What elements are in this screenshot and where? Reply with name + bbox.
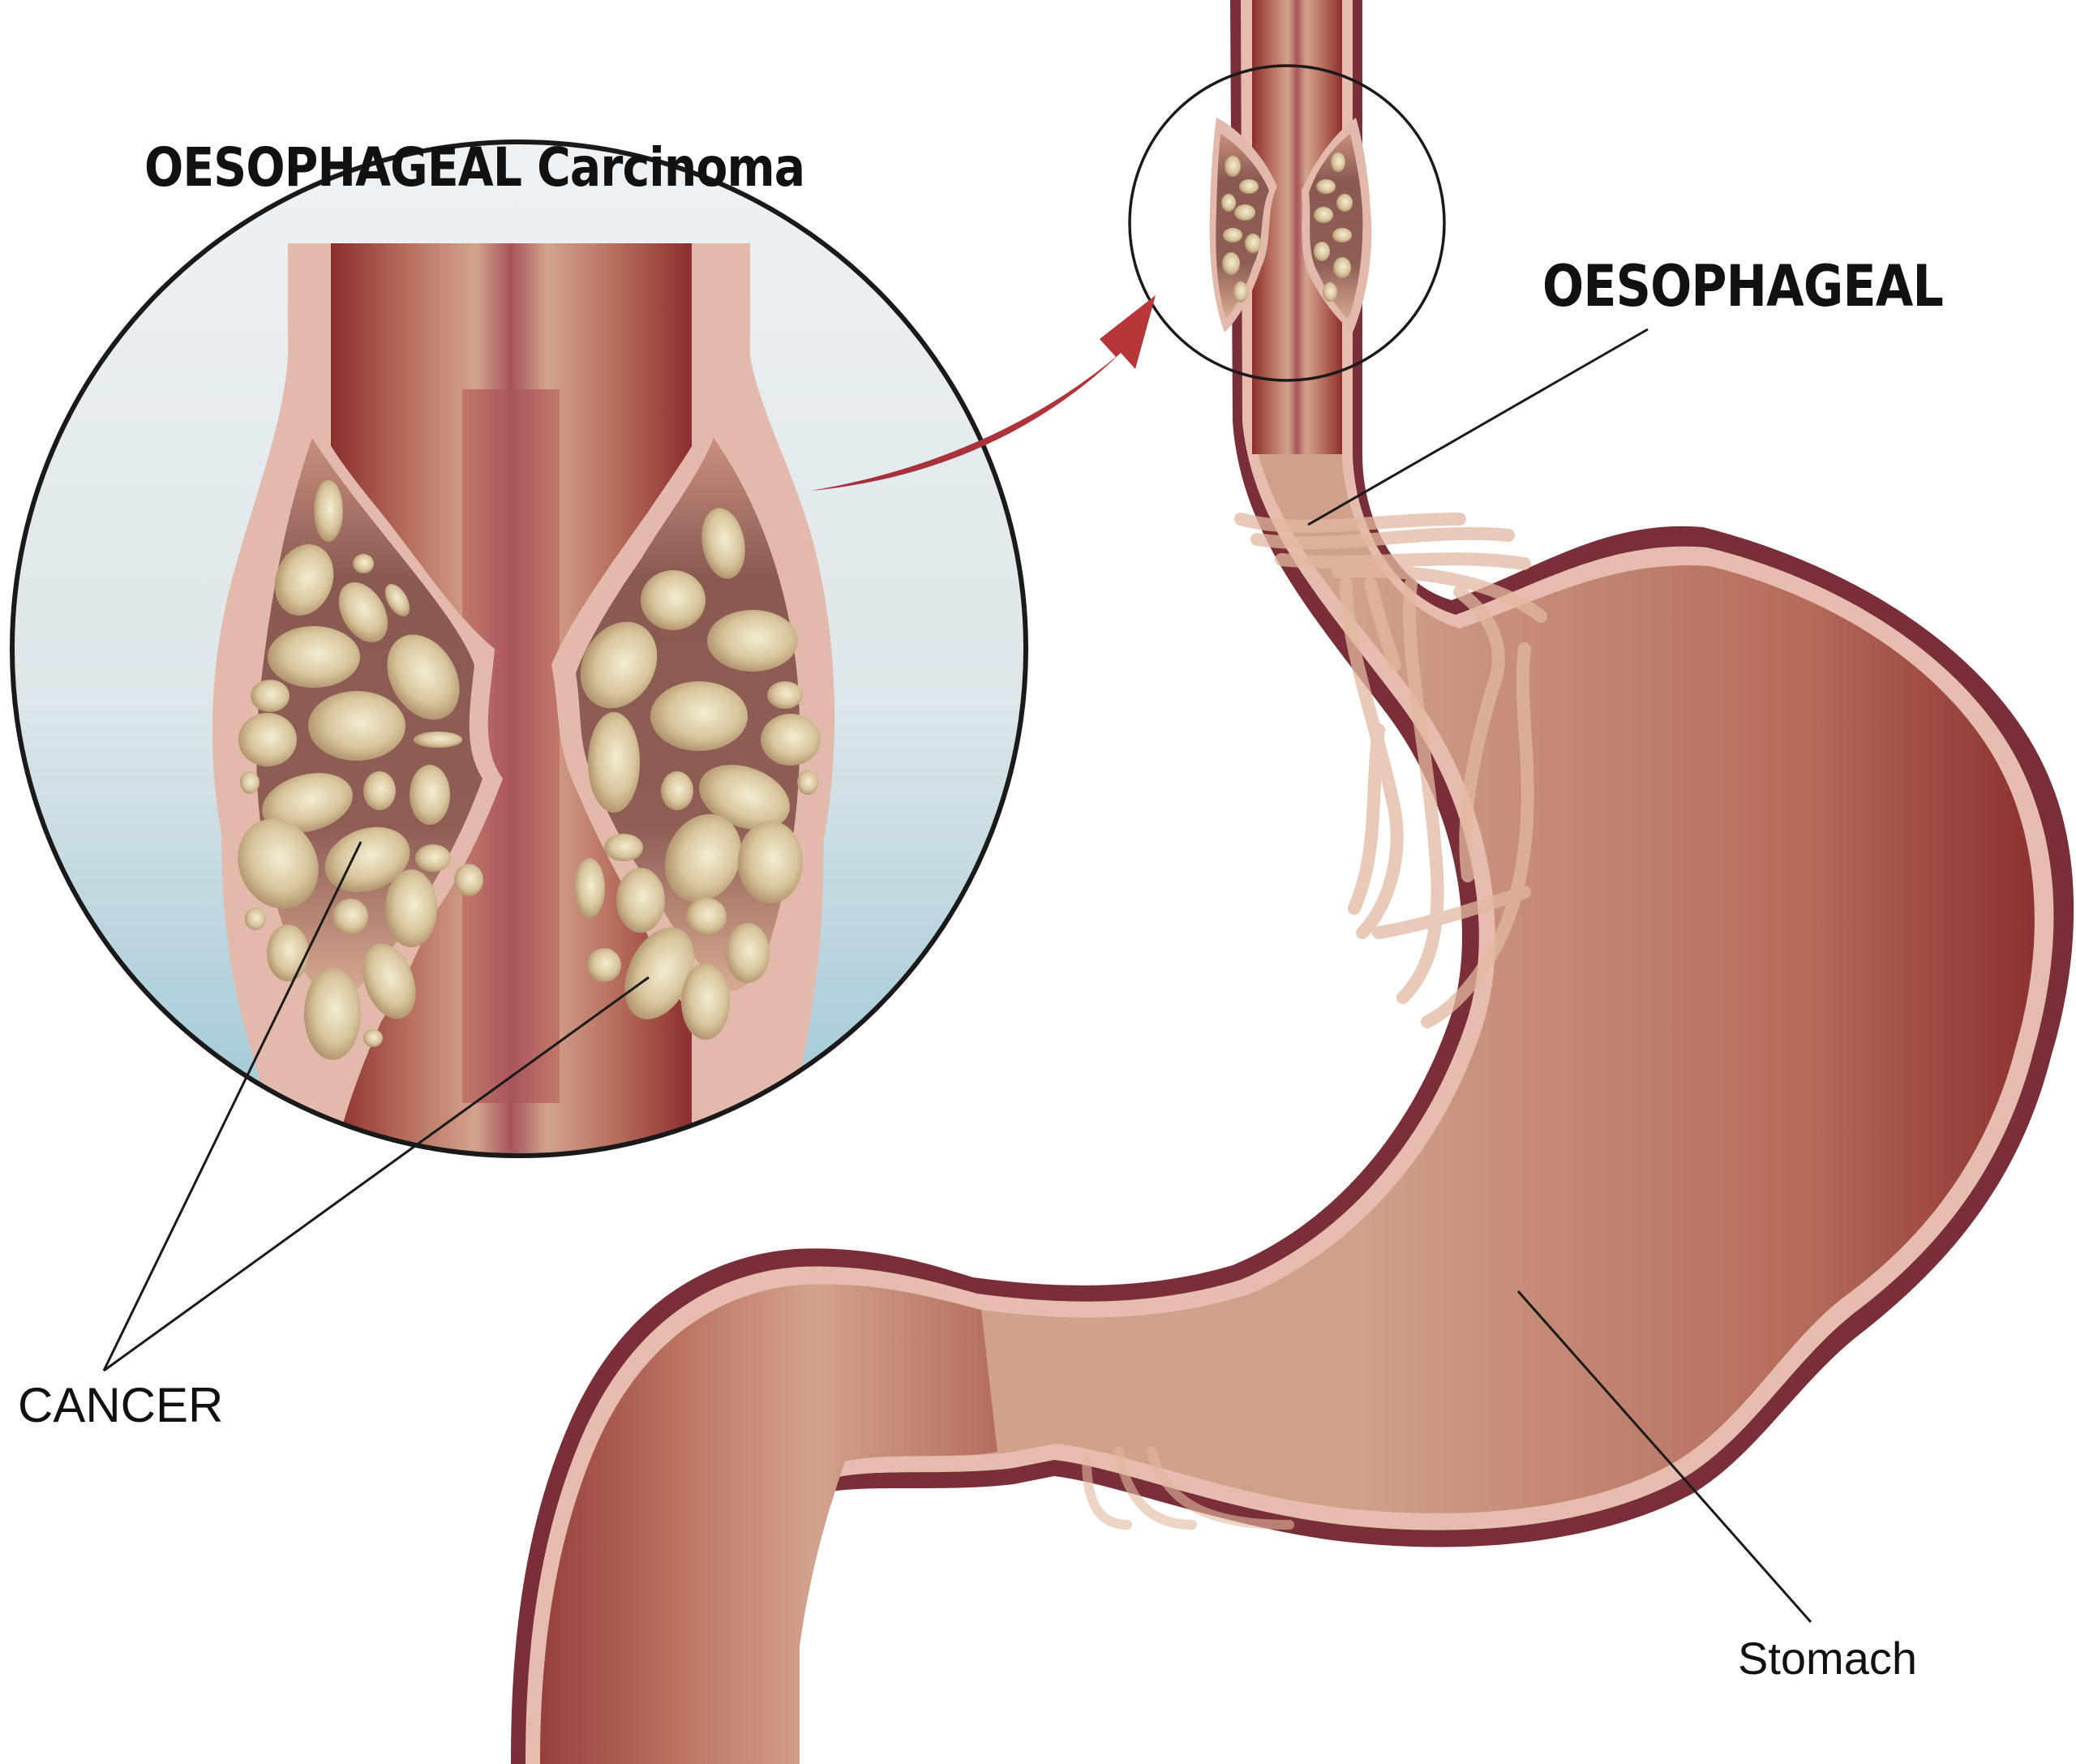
leader-lines [102, 328, 1812, 1623]
oesophageal-leader [1307, 328, 1649, 526]
oesophagus-tumor-locator [1128, 64, 1446, 382]
duodenum [540, 1284, 997, 1764]
magnified-cross-section [10, 139, 1028, 1158]
duodenum-folds [1082, 1447, 1294, 1530]
cancer-leader-right [103, 976, 650, 1372]
label-oesophageal: OESOPHAGEAL [1542, 253, 1944, 320]
label-stomach: Stomach [1738, 1633, 1917, 1684]
stomach-rugae [1234, 513, 1547, 1028]
cancer-leader-left [102, 841, 362, 1371]
stomach-leader [1516, 1290, 1812, 1623]
magnified-circle-outline [10, 139, 1028, 1158]
label-cancer: CANCER [18, 1378, 224, 1432]
locator-circle [1128, 64, 1446, 382]
tumor-cells-left [238, 480, 483, 1060]
tumor-cells-right [574, 508, 821, 1040]
diagram-title: OESOPHAGEAL Carcinoma [144, 136, 805, 199]
